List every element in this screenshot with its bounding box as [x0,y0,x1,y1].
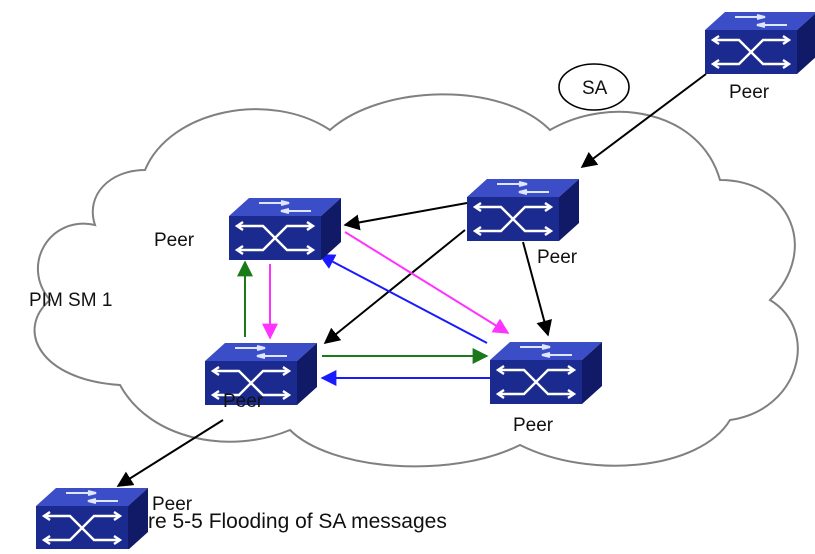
sa-bubble [558,63,630,111]
switch-icon-top-right [467,179,579,241]
switch-icon-external-bottom [36,488,148,550]
arrows-blue [318,254,490,386]
switch-icon-top-left [229,198,341,260]
peer-label-bottom-right: Peer [513,415,554,436]
cloud-shape [33,93,799,468]
switch-icon-bottom-right [490,342,602,404]
cloud-label: PIM SM 1 [29,290,112,311]
peer-label-top-right: Peer [537,247,578,268]
arrow-magenta-top-left-to-bottom-right [344,231,510,334]
arrow-top-right-to-bottom-right [522,241,552,337]
peer-label-top-left: Peer [154,230,195,251]
switch-icon-external-top [705,12,815,74]
peer-label-external-bottom: Peer [152,494,193,515]
arrows-green [237,260,489,364]
arrow-blue-bottom-right-to-top-left [318,254,488,344]
sa-bubble-label: SA [582,78,608,99]
figure-caption: re 5-5 Flooding of SA messages [148,510,447,533]
arrow-external-to-top-right [580,73,707,168]
arrow-top-right-to-bottom-left [323,229,466,345]
peer-label-external-top: Peer [729,82,770,103]
peer-label-bottom-left: Peer [223,391,264,412]
arrows-black [116,73,707,487]
arrows-magenta [262,231,510,340]
arrow-top-right-to-top-left [343,202,468,231]
arrow-bottom-left-to-external [116,419,224,487]
